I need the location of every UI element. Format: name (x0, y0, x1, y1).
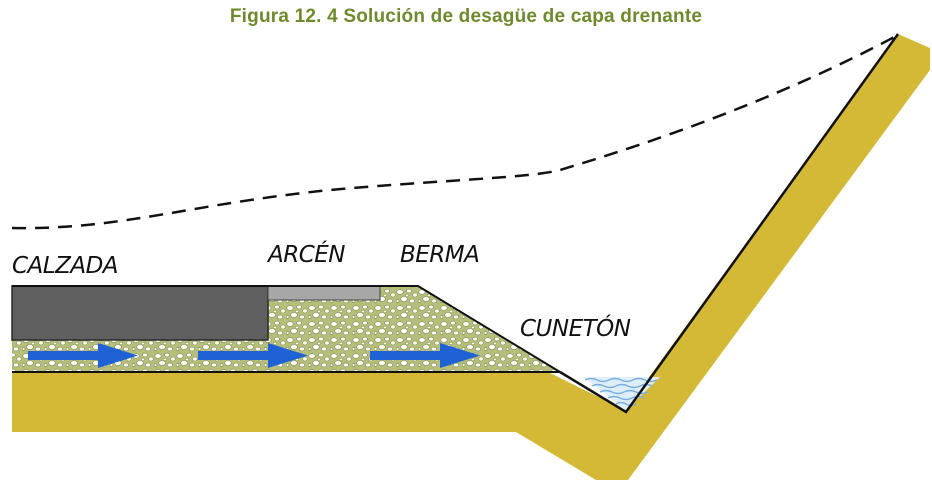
label-cuneton: CUNETÓN (520, 314, 631, 342)
subgrade-layer (12, 34, 930, 480)
pavement-slab (11, 285, 269, 341)
ditch-profile-line (559, 33, 900, 414)
label-berma: BERMA (400, 242, 479, 268)
flow-arrow-icon (28, 343, 138, 368)
water-table-line (11, 32, 901, 230)
water-waves-icon (583, 377, 660, 410)
figure-title: Figura 12. 4 Solución de desagüe de capa… (229, 6, 703, 27)
surface-line (12, 285, 561, 373)
shoulder-slab (267, 285, 381, 301)
flow-arrow-icon (370, 343, 480, 368)
label-calzada: CALZADA (12, 253, 118, 279)
flow-arrow-icon (198, 343, 308, 368)
label-arcen: ARCÉN (266, 240, 345, 268)
